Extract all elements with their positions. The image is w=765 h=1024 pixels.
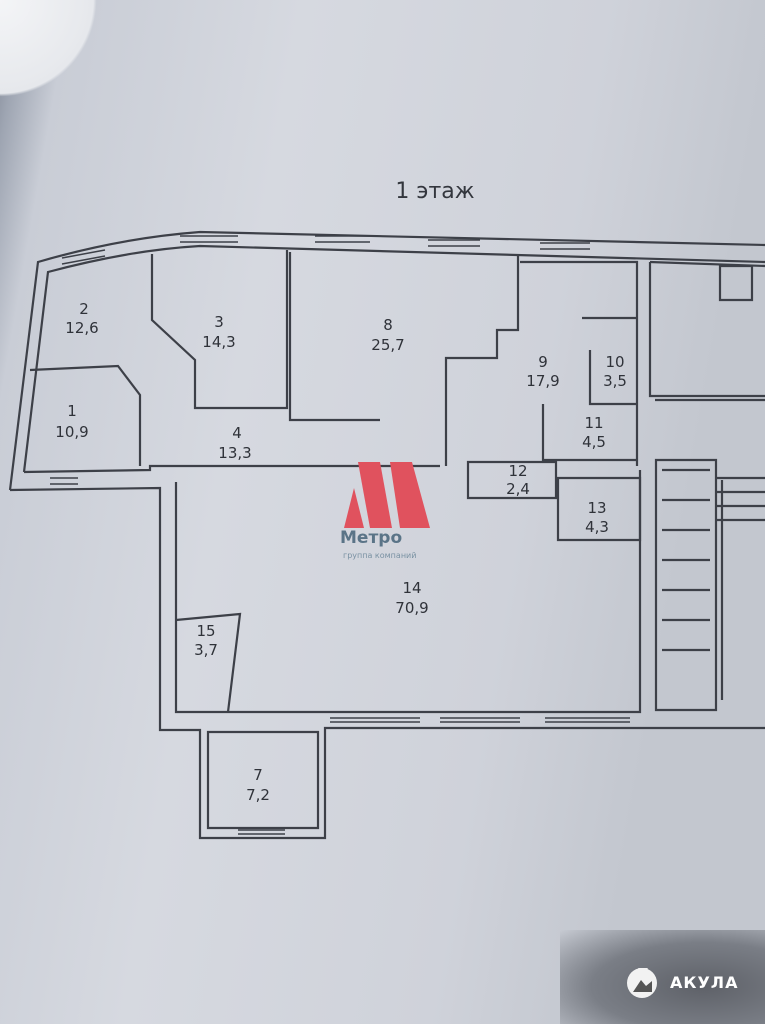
room-14-area: 70,9 [395,599,428,617]
watermark: АКУЛА [624,964,738,1000]
room-1-area: 10,9 [55,423,88,441]
room-10-number: 10 [605,353,624,371]
room-2-number: 2 [79,300,89,318]
room-10-area: 3,5 [603,372,627,390]
room-12-area: 2,4 [506,480,530,498]
room-3-number: 3 [214,313,224,331]
room-4-number: 4 [232,424,242,442]
windows [50,235,630,835]
room-9-number: 9 [538,353,548,371]
room-2-area: 12,6 [65,319,98,337]
room-12-number: 12 [508,462,527,480]
room-15-area: 3,7 [194,641,218,659]
room-9-area: 17,9 [526,372,559,390]
metro-logo-icon [344,462,430,528]
shark-logo-icon [627,968,657,998]
plan-title: 1 этаж [395,179,474,204]
room-7-number: 7 [253,766,263,784]
room-8-number: 8 [383,316,393,334]
room-7-area: 7,2 [246,786,270,804]
room-11-area: 4,5 [582,433,606,451]
logo-name: Метро [340,528,403,548]
watermark-shade [560,930,765,1024]
watermark-label: АКУЛА [670,972,739,992]
room-14-number: 14 [402,579,421,597]
room-4-area: 13,3 [218,444,251,462]
room-11-number: 11 [584,414,603,432]
room-15-number: 15 [196,622,215,640]
logo-tagline: группа компаний [343,551,417,560]
room-1-number: 1 [67,402,77,420]
paper-corner [0,0,110,110]
room-labels: 1 10,9 2 12,6 3 14,3 4 13,3 7 7,2 8 25,7… [55,300,627,804]
room-8-area: 25,7 [371,336,404,354]
room-13-area: 4,3 [585,518,609,536]
walls [8,230,765,840]
room-13-number: 13 [587,499,606,517]
room-3-area: 14,3 [202,333,235,351]
